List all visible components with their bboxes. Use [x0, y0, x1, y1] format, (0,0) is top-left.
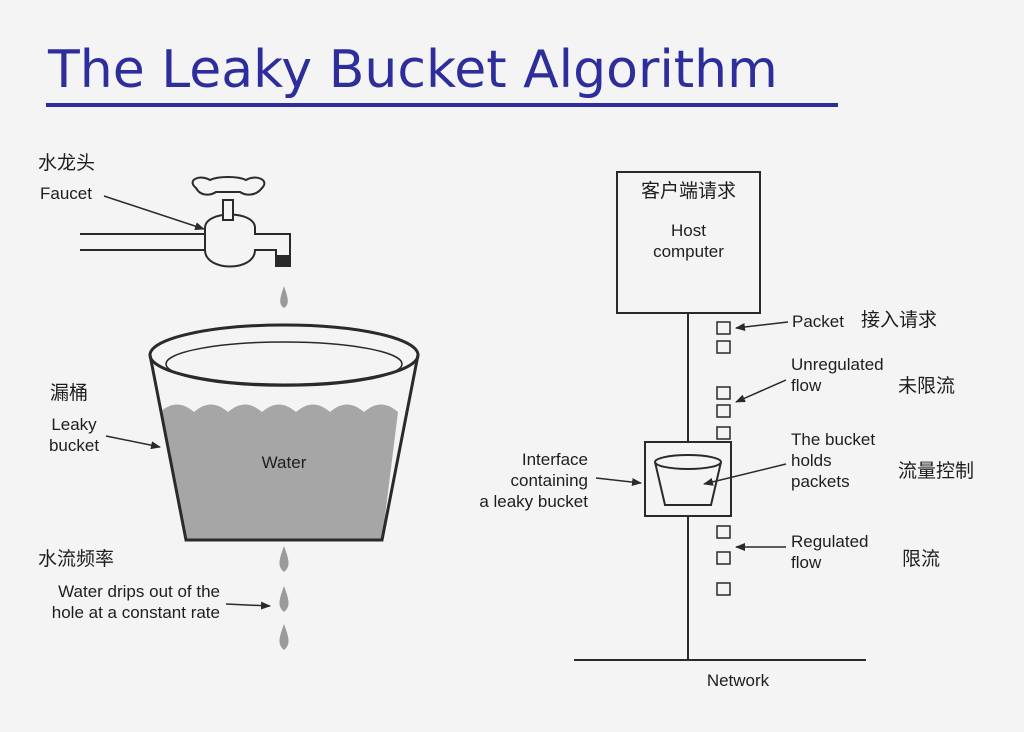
interface-label-line: a leaky bucket — [479, 492, 588, 511]
packet — [716, 582, 731, 596]
drop-3 — [279, 586, 289, 612]
packet-arrow — [735, 321, 789, 331]
holds-label: The bucket holds packets — [791, 429, 875, 492]
regulated-label: Regulated flow — [791, 531, 869, 573]
small-bucket — [654, 454, 722, 506]
packet — [716, 426, 731, 440]
drop-4 — [279, 624, 289, 650]
drop-2 — [279, 546, 289, 572]
faucet-label: Faucet — [40, 184, 92, 203]
interface-label: Interface containing a leaky bucket — [452, 449, 588, 512]
host-label-line: computer — [653, 242, 724, 261]
faucet — [80, 176, 291, 268]
water-label: Water — [261, 453, 307, 472]
host-label-cn: 客户端请求 — [640, 180, 736, 202]
bucket-label-cn: 漏桶 — [50, 382, 89, 404]
drip-label-cn: 水流频率 — [38, 548, 115, 570]
water-body — [160, 404, 398, 540]
faucet-label-cn: 水龙头 — [38, 152, 96, 174]
packet — [716, 386, 731, 400]
bucket-label: Leaky bucket — [36, 414, 112, 456]
bucket-label-line: bucket — [48, 436, 100, 455]
packet — [716, 404, 731, 418]
holds-label-cn: 流量控制 — [898, 460, 975, 482]
packet — [716, 525, 731, 539]
interface-label-line: Interface — [521, 450, 588, 469]
unregulated-label-line: flow — [791, 376, 822, 395]
packet — [716, 321, 731, 335]
packet — [716, 340, 731, 354]
host-label: Host computer — [617, 220, 760, 262]
unregulated-arrow — [735, 379, 787, 403]
drip-arrow — [225, 601, 271, 610]
bucket-label-line: Leaky — [51, 415, 97, 434]
faucet-arrow — [103, 195, 205, 230]
unregulated-label-cn: 未限流 — [898, 375, 956, 397]
regulated-label-line: flow — [791, 553, 822, 572]
interface-arrow — [595, 477, 642, 486]
packets-regulated — [716, 525, 731, 596]
packet-label: Packet — [792, 312, 844, 331]
packet — [716, 551, 731, 565]
holds-label-line: The bucket — [791, 430, 876, 449]
unregulated-label-line: Unregulated — [791, 355, 884, 374]
drop-1 — [280, 286, 288, 308]
leaky-bucket — [148, 323, 420, 542]
holds-label-line: holds — [791, 451, 832, 470]
host-label-line: Host — [671, 221, 706, 240]
drip-label-line: hole at a constant rate — [51, 603, 220, 622]
bucket-arrow — [105, 435, 161, 450]
interface-label-line: containing — [510, 471, 588, 490]
title-underline — [46, 103, 838, 107]
slide-title: The Leaky Bucket Algorithm — [48, 40, 778, 100]
drip-label: Water drips out of the hole at a constan… — [14, 581, 220, 623]
drip-label-line: Water drips out of the — [58, 582, 220, 601]
regulated-label-line: Regulated — [791, 532, 869, 551]
regulated-label-cn: 限流 — [902, 548, 941, 570]
packet-label-cn: 接入请求 — [861, 309, 938, 331]
packets-unregulated — [716, 321, 731, 440]
unregulated-label: Unregulated flow — [791, 354, 884, 396]
network-label: Network — [706, 671, 770, 690]
holds-arrow — [703, 463, 787, 486]
holds-label-line: packets — [791, 472, 850, 491]
